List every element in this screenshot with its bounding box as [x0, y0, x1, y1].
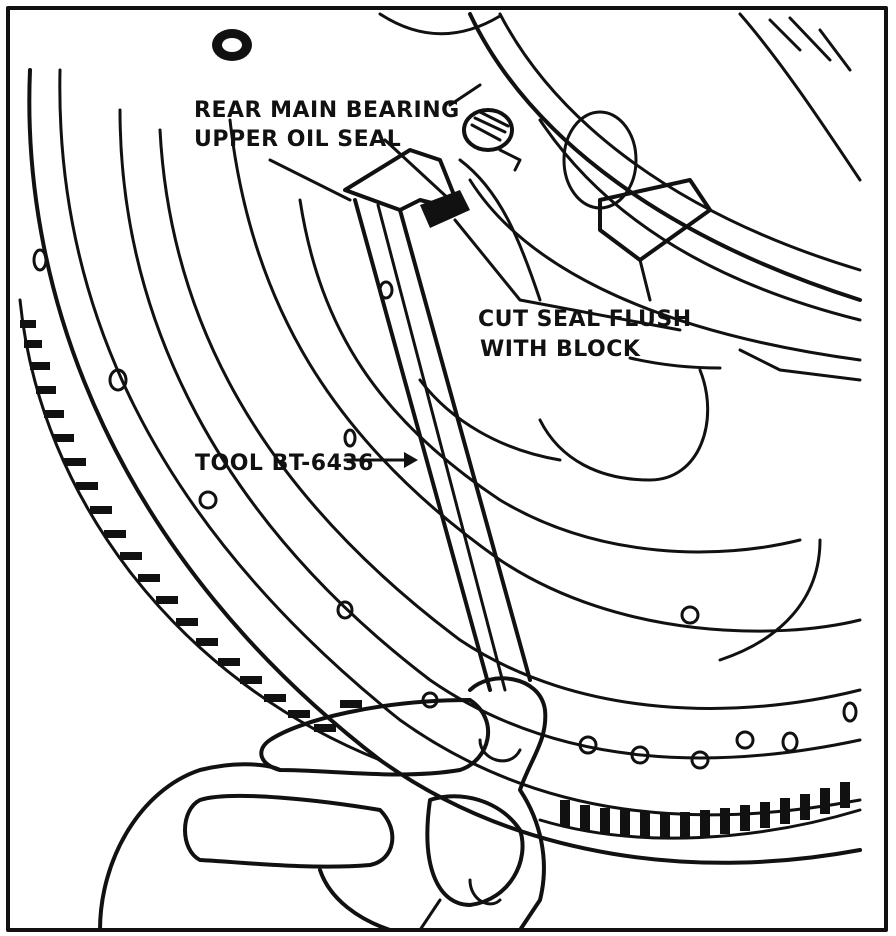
label-rear-main-bearing: REAR MAIN BEARING [194, 98, 460, 123]
label-tool: TOOL BT-6436 [195, 451, 374, 476]
frame-border [6, 6, 888, 932]
crankshaft-flange [378, 12, 862, 382]
label-upper-oil-seal: UPPER OIL SEAL [194, 127, 401, 152]
label-cut-seal-flush: CUT SEAL FLUSH [478, 307, 692, 332]
bolt-icon [212, 29, 522, 172]
flywheel [27, 68, 862, 865]
ring-gear-edge-lower [538, 808, 862, 840]
ring-gear-teeth [20, 320, 850, 838]
seal-cutting-tool [343, 148, 542, 692]
label-with-block: WITH BLOCK [480, 337, 641, 362]
callout-leaders [268, 83, 722, 468]
hand-holding-tool [98, 676, 548, 932]
ring-gear-edge [18, 298, 382, 762]
